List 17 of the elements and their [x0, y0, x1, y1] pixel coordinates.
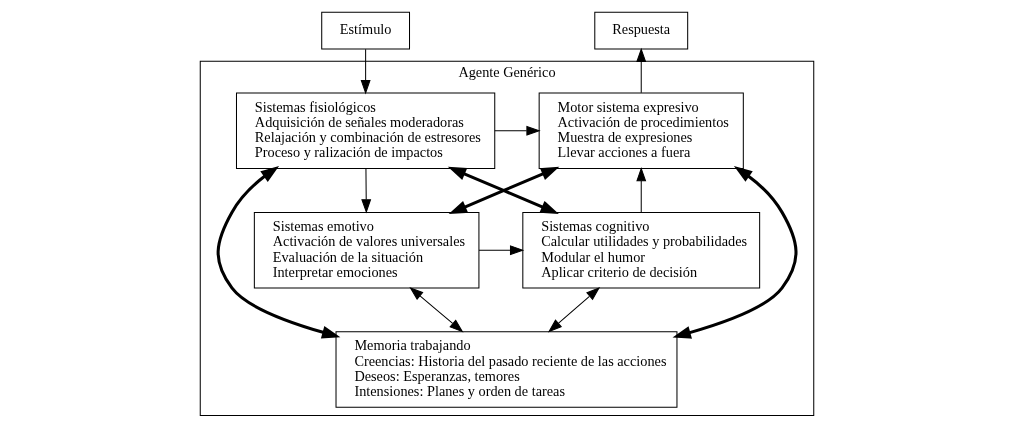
- arrow: [216, 166, 341, 339]
- node-box: Memoria trabajando Creencias: Historia del pasado reciente de las acciones Deseos: Esperanzas, temores Intensiones: Planes y orden de tareas: [335, 331, 678, 408]
- node-box: Respuesta: [594, 11, 689, 50]
- node-box: Motor sistema expresivo Activación de procedimientos Muestra de expresiones Llevar acciones a fuera: [538, 92, 744, 169]
- arrow: [361, 168, 372, 214]
- arrow: [494, 125, 541, 136]
- arrow: [547, 287, 601, 333]
- arrow: [409, 287, 464, 333]
- node-box: Sistemas fisiológicos Adquisición de señales moderadoras Relajación y combinación de estresores Proceso y ralización de impactos: [236, 92, 496, 169]
- node-box: Sistemas cognitivo Calcular utilidades y probabilidades Modular el humor Aplicar criterio de decisión: [522, 211, 761, 289]
- node-box: Estímulo: [321, 11, 410, 50]
- arrow: [360, 48, 371, 95]
- node-box: Sistemas emotivo Activación de valores universales Evaluación de la situación Interpretar emociones: [253, 211, 480, 289]
- arrow: [672, 166, 798, 339]
- arrow: [636, 47, 647, 94]
- arrow: [478, 245, 525, 256]
- arrow: [636, 167, 647, 213]
